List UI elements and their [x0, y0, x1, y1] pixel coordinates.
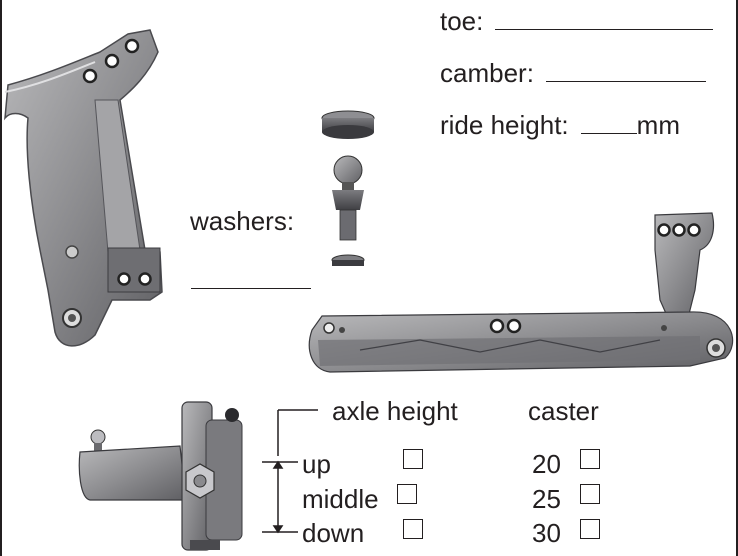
axle-height-title: axle height	[332, 396, 458, 426]
caster-25-checkbox[interactable]	[580, 484, 600, 504]
caster-30-checkbox[interactable]	[580, 519, 600, 539]
axle-height-option-down: down	[302, 518, 365, 548]
suspension-arm-image	[308, 212, 734, 373]
axle-height-bracket	[262, 409, 318, 534]
toe-label: toe:	[440, 6, 484, 36]
camber-label: camber:	[440, 58, 534, 88]
axle-height-down-checkbox[interactable]	[403, 519, 423, 539]
shock-tower-image	[4, 29, 163, 347]
left-border	[0, 0, 2, 556]
caster-20-checkbox[interactable]	[580, 449, 600, 469]
axle-height-up-checkbox[interactable]	[403, 449, 423, 469]
ride-height-unit: mm	[636, 110, 680, 140]
camber-input-line[interactable]	[545, 59, 706, 82]
caster-title: caster	[528, 396, 599, 426]
caster-option-20: 20	[532, 449, 561, 479]
ride-height-input-line[interactable]	[580, 111, 637, 134]
ride-height-label: ride height:	[440, 110, 569, 140]
caster-option-25: 25	[532, 484, 561, 514]
toe-field: toe:	[440, 6, 714, 36]
axle-height-middle-checkbox[interactable]	[397, 484, 417, 504]
caster-option-30: 30	[532, 518, 561, 548]
camber-field: camber:	[440, 58, 706, 88]
washers-input-line[interactable]	[191, 288, 311, 289]
axle-height-option-middle: middle	[302, 484, 379, 514]
ball-stud-image	[321, 110, 375, 266]
washers-label: washers:	[190, 206, 295, 236]
right-border	[736, 0, 738, 556]
toe-input-line[interactable]	[495, 7, 714, 30]
axle-height-option-up: up	[302, 449, 331, 479]
axle-carrier-image	[78, 401, 243, 551]
ride-height-field: ride height: mm	[440, 110, 680, 140]
